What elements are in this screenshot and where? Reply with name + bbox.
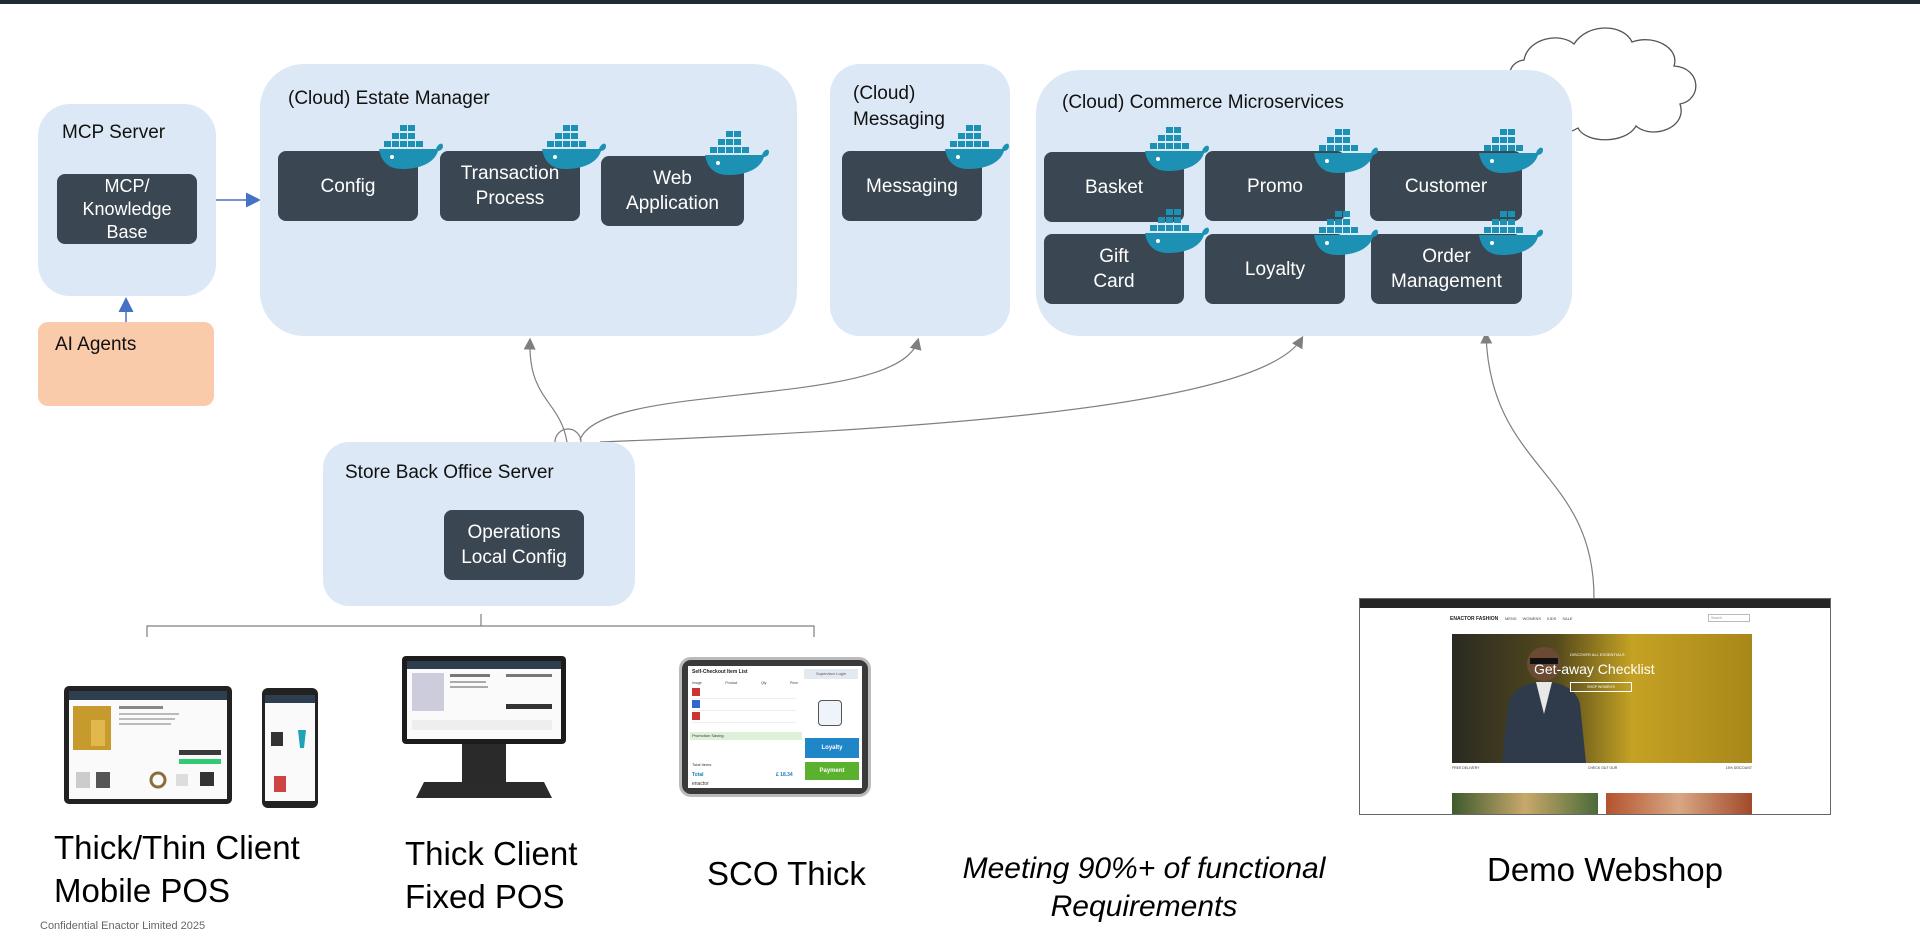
hop-arc (554, 428, 582, 443)
docker-icon (945, 125, 1009, 169)
hero-shop-button[interactable]: SHOP WOMEN'S (1570, 682, 1632, 692)
loyalty-service[interactable]: Loyalty (1205, 234, 1345, 304)
sco-total-label: Total (692, 772, 704, 778)
mcp-server-panel: MCP Server MCP/ Knowledge Base (38, 104, 216, 296)
top-border (0, 0, 1920, 4)
docker-icon (542, 125, 606, 169)
webshop-caption: Demo Webshop (1487, 851, 1724, 888)
sco-loyalty-button[interactable]: Loyalty (805, 738, 859, 758)
tablet-pos-image (64, 686, 232, 804)
confidential-footer: Confidential Enactor Limited 2025 (40, 920, 206, 932)
webshop-nav-item[interactable]: KIDS (1547, 616, 1557, 621)
ai-agents-box[interactable]: AI Agents (38, 322, 214, 406)
webshop-screenshot: ENACTOR FASHION MENS WOMENS KIDS SALE Se… (1359, 598, 1831, 815)
docker-icon (1314, 129, 1378, 173)
store-back-office-title: Store Back Office Server (345, 462, 554, 483)
docker-icon (1479, 211, 1543, 255)
hero-kicker: DISCOVER ALL ESSENTIALS (1570, 652, 1625, 657)
commerce-microservices-title: (Cloud) Commerce Microservices (1062, 92, 1344, 113)
docker-icon (705, 131, 769, 175)
hero-title: Get-away Checklist (1534, 661, 1655, 677)
webshop-search-input[interactable]: Search (1708, 614, 1750, 622)
sco-columns: Image Product Qty Price (692, 681, 798, 685)
webshop-tile-image (1452, 793, 1598, 814)
webshop-hero: DISCOVER ALL ESSENTIALS Get-away Checkli… (1452, 634, 1752, 763)
sco-total-items-label: Total Items (692, 762, 712, 767)
docker-icon (379, 125, 443, 169)
sco-col-qty: Qty (760, 681, 767, 685)
operations-local-config-service[interactable]: Operations Local Config (444, 510, 584, 580)
webshop-nav: MENS WOMENS KIDS SALE (1505, 616, 1573, 621)
estate-manager-title: (Cloud) Estate Manager (288, 88, 490, 109)
sco-brand: enactor (692, 781, 709, 787)
docker-icon (1145, 209, 1209, 253)
sco-item-row (692, 712, 796, 723)
client-bracket (146, 614, 815, 637)
fixed-pos-image (402, 656, 566, 798)
fixed-pos-caption: Thick Client Fixed POS (405, 835, 578, 915)
gift-card-service[interactable]: Gift Card (1044, 234, 1184, 304)
customer-service[interactable]: Customer (1370, 151, 1522, 221)
webshop-nav-item[interactable]: WOMENS (1522, 616, 1542, 621)
sco-device: Self-Checkout Item List Supervisor Login… (679, 657, 871, 797)
webshop-nav-item[interactable]: SALE (1562, 616, 1573, 621)
mcp-server-title: MCP Server (62, 122, 166, 143)
messaging-title: (Cloud) Messaging (853, 83, 945, 130)
commerce-microservices-panel: (Cloud) Commerce Microservices Basket Pr… (1036, 70, 1572, 336)
sco-item-row (692, 688, 796, 699)
arrow-backoffice-to-messaging (579, 337, 922, 441)
webshop-brand[interactable]: ENACTOR FASHION (1450, 616, 1499, 622)
ai-agents-label: AI Agents (55, 334, 137, 355)
strip-item: FREE DELIVERY (1452, 766, 1480, 770)
sco-payment-button[interactable]: Payment (805, 762, 859, 780)
webshop-topbar (1360, 599, 1830, 608)
sco-item-row (692, 700, 796, 711)
strip-item: 15% DISCOUNT (1725, 766, 1752, 770)
sco-caption: SCO Thick (707, 855, 866, 892)
docker-icon (1479, 129, 1543, 173)
sco-title: Self-Checkout Item List (692, 669, 748, 675)
sco-screen: Self-Checkout Item List Supervisor Login… (688, 666, 862, 788)
messaging-panel: (Cloud) Messaging Messaging (830, 64, 1010, 336)
docker-icon (1145, 127, 1209, 171)
strip-item: CHECK OUT OUR (1587, 766, 1618, 770)
sco-col-price: Price (789, 681, 798, 685)
mcp-knowledge-base-box[interactable]: MCP/ Knowledge Base (57, 174, 197, 244)
sco-cart-icon (818, 700, 842, 726)
mobile-pos-caption: Thick/Thin Client Mobile POS (54, 829, 300, 909)
webshop-nav-item[interactable]: MENS (1505, 616, 1517, 621)
phone-pos-image (262, 688, 318, 808)
arrow-backoffice-to-commerce (599, 335, 1304, 443)
store-back-office-panel: Store Back Office Server Operations Loca… (323, 442, 635, 606)
arrow-webshop-to-commerce (1480, 331, 1595, 599)
sco-col-image: Image (692, 681, 702, 685)
webshop-info-strip: FREE DELIVERY CHECK OUT OUR 15% DISCOUNT (1452, 766, 1752, 770)
webshop-tile-image (1606, 793, 1752, 814)
docker-icon (1314, 211, 1378, 255)
functional-caption: Meeting 90%+ of functional Requirements (962, 852, 1326, 923)
hero-person-image (1502, 647, 1586, 763)
arrow-backoffice-to-estate (523, 337, 568, 443)
sco-supervisor-button[interactable]: Supervisor Login (804, 669, 858, 679)
sco-col-product: Product (725, 681, 738, 685)
sco-total-value: £ 18.34 (776, 772, 793, 778)
estate-manager-panel: (Cloud) Estate Manager Config Transactio… (260, 64, 797, 336)
sco-promotion-row: Promotion Saving (690, 732, 802, 740)
